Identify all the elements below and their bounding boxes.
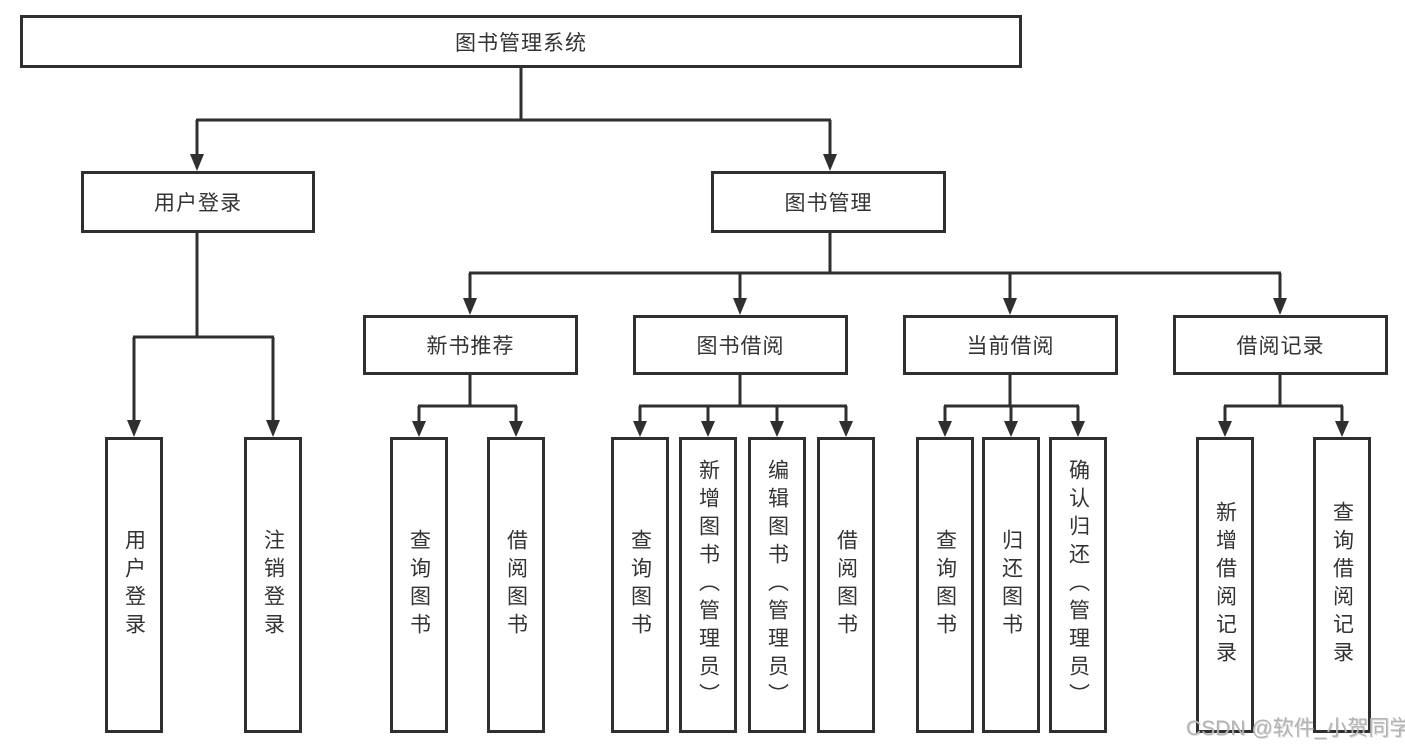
leaf-query-books-recommend: 查询图书 [390, 437, 448, 733]
node-book-borrowing: 图书借阅 [633, 315, 848, 375]
leaf-query-books-current: 查询图书 [916, 437, 974, 733]
leaf-query-books-borrowing: 查询图书 [611, 437, 669, 733]
node-label: 借阅图书 [504, 529, 528, 641]
node-label: 查询图书 [407, 529, 431, 641]
node-label: 编辑图书（管理员） [765, 459, 789, 711]
node-label: 新增图书（管理员） [696, 459, 720, 711]
node-label: 查询图书 [628, 529, 652, 641]
leaf-logout-login: 注销登录 [244, 437, 302, 733]
node-label: 借阅记录 [1236, 335, 1325, 358]
node-label: 注销登录 [261, 529, 285, 641]
leaf-user-login: 用户登录 [105, 437, 163, 733]
watermark: CSDN @软件_小贺同学 [1186, 717, 1405, 740]
node-label: 确认归还（管理员） [1066, 459, 1090, 711]
leaf-return-books: 归还图书 [982, 437, 1040, 733]
leaf-borrow-books: 借阅图书 [817, 437, 875, 733]
node-label: 用户登录 [122, 529, 146, 641]
leaf-borrow-books-recommend: 借阅图书 [487, 437, 545, 733]
node-label: 归还图书 [999, 529, 1023, 641]
leaf-add-books-admin: 新增图书（管理员） [679, 437, 737, 733]
node-label: 查询图书 [933, 529, 957, 641]
node-label: 图书借阅 [696, 335, 785, 358]
node-label: 新书推荐 [426, 335, 515, 358]
node-current-borrowing: 当前借阅 [903, 315, 1118, 375]
leaf-query-borrow-record: 查询借阅记录 [1313, 437, 1371, 733]
node-book-management: 图书管理 [711, 171, 946, 233]
node-borrowing-records: 借阅记录 [1173, 315, 1388, 375]
node-label: 当前借阅 [966, 335, 1055, 358]
node-label: 图书管理 [784, 192, 873, 215]
node-library-management-system: 图书管理系统 [20, 15, 1022, 68]
node-label: 新增借阅记录 [1213, 501, 1237, 669]
node-new-book-recommendation: 新书推荐 [363, 315, 578, 375]
node-label: 图书管理系统 [455, 31, 587, 55]
leaf-confirm-return-admin: 确认归还（管理员） [1049, 437, 1107, 733]
leaf-add-borrow-record: 新增借阅记录 [1196, 437, 1254, 733]
node-user-login: 用户登录 [81, 171, 315, 233]
node-label: 查询借阅记录 [1330, 501, 1354, 669]
node-label: 借阅图书 [834, 529, 858, 641]
node-label: 用户登录 [154, 192, 242, 215]
arrowheads [127, 154, 1349, 437]
leaf-edit-books-admin: 编辑图书（管理员） [748, 437, 806, 733]
